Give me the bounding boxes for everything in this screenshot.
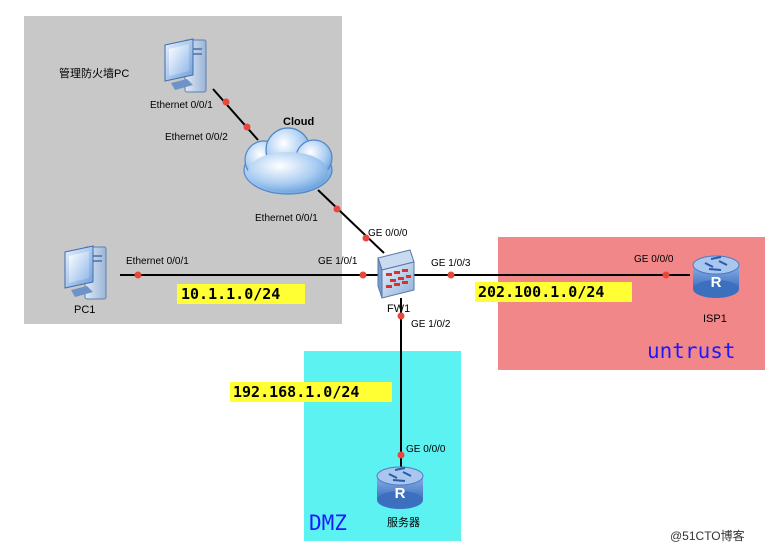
port-dot xyxy=(447,271,455,279)
trust-subnet: 10.1.1.0/24 xyxy=(181,285,280,303)
watermark: @51CTO博客 xyxy=(670,528,745,543)
port-dot xyxy=(333,205,341,213)
dmz-subnet: 192.168.1.0/24 xyxy=(233,383,359,401)
pc-icon xyxy=(164,38,207,93)
router-icon: R xyxy=(376,466,424,509)
subnet-highlight xyxy=(475,282,632,302)
subnet-highlight xyxy=(177,284,305,304)
port-label: GE 0/0/0 xyxy=(634,254,674,265)
port-label: GE 1/0/2 xyxy=(411,319,451,330)
subnet-highlight xyxy=(230,382,392,402)
port-dot xyxy=(362,234,370,242)
fw1[interactable] xyxy=(377,249,415,299)
untrust-subnet: 202.100.1.0/24 xyxy=(478,283,604,301)
link-mgmtpc-cloud xyxy=(212,88,259,141)
port-dot xyxy=(397,451,405,459)
firewall-icon xyxy=(377,249,415,299)
cloud[interactable] xyxy=(243,127,333,195)
cloud-icon xyxy=(243,127,333,195)
isp1-label: ISP1 xyxy=(703,313,727,325)
pc1[interactable] xyxy=(64,245,107,300)
port-label: Ethernet 0/0/1 xyxy=(150,100,213,111)
server-label: 服务器 xyxy=(387,516,420,529)
port-dot xyxy=(662,271,670,279)
port-dot xyxy=(222,98,230,106)
port-dot xyxy=(134,271,142,279)
untrust-zone-label: untrust xyxy=(647,339,736,363)
port-label: Ethernet 0/0/1 xyxy=(126,256,189,267)
port-dot xyxy=(359,271,367,279)
pc-icon xyxy=(64,245,107,300)
dmz-zone-label: DMZ xyxy=(309,511,347,535)
fw1-label: FW1 xyxy=(387,303,410,315)
port-label: GE 1/0/1 xyxy=(318,256,358,267)
port-label: GE 0/0/0 xyxy=(368,228,408,239)
isp1[interactable]: R xyxy=(692,255,740,298)
svg-text:R: R xyxy=(711,274,722,291)
mgmt-pc[interactable] xyxy=(164,38,207,93)
port-dot xyxy=(243,123,251,131)
cloud-label: Cloud xyxy=(283,116,314,128)
svg-text:R: R xyxy=(395,485,406,502)
port-label: Ethernet 0/0/1 xyxy=(255,213,318,224)
mgmt-pc-label: 管理防火墙PC xyxy=(59,66,129,80)
link-cloud-fw1 xyxy=(317,189,385,254)
port-label: Ethernet 0/0/2 xyxy=(165,132,228,143)
router-icon: R xyxy=(692,255,740,298)
port-dot xyxy=(397,312,405,320)
port-label: GE 0/0/0 xyxy=(406,444,446,455)
port-label: GE 1/0/3 xyxy=(431,258,471,269)
pc1-label: PC1 xyxy=(74,304,95,316)
server[interactable]: R xyxy=(376,466,424,509)
